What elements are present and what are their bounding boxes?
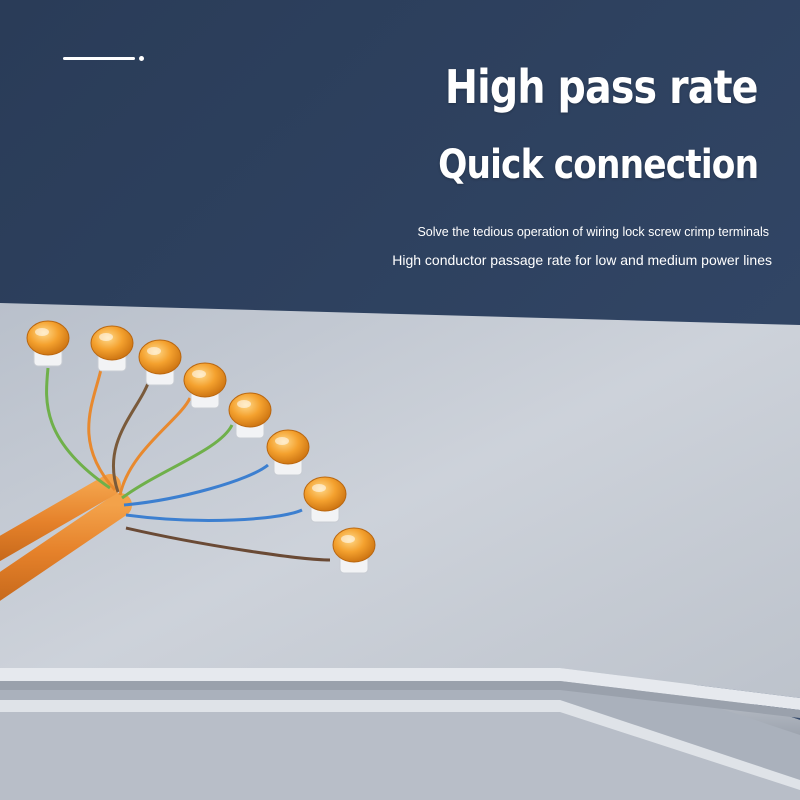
connector-7 (303, 476, 347, 523)
caption-2: High conductor passage rate for low and … (392, 252, 772, 268)
headline: High pass rate (445, 60, 759, 114)
connector-highlight (99, 333, 113, 341)
connector-3 (138, 339, 182, 386)
wire-blue-2 (125, 508, 303, 522)
subheadline: Quick connection (437, 142, 759, 188)
connector-highlight (147, 347, 161, 355)
main-board-edge (0, 668, 800, 710)
connector-cap (228, 392, 272, 428)
connector-cap (26, 320, 70, 356)
connector-highlight (275, 437, 289, 445)
connector-6 (266, 429, 310, 476)
connector-1 (26, 320, 70, 367)
wire-orange (87, 364, 117, 492)
wire-brown (111, 377, 152, 493)
cable-lower (0, 493, 132, 601)
wire-green (45, 367, 111, 490)
main-board-edge-shadow (0, 681, 800, 718)
connector-cap (332, 527, 376, 563)
connector-highlight (312, 484, 326, 492)
connector-highlight (341, 535, 355, 543)
decorative-line (63, 57, 135, 60)
connector-4 (183, 362, 227, 409)
connector-5 (228, 392, 272, 439)
cable-upper (0, 474, 121, 562)
connector-8 (332, 527, 376, 574)
wire-green-2 (121, 424, 234, 500)
connector-cap (266, 429, 310, 465)
connector-cap (183, 362, 227, 398)
connector-2 (90, 325, 134, 372)
connectors (26, 320, 376, 574)
connector-highlight (192, 370, 206, 378)
wire-orange-2 (118, 397, 192, 496)
connector-highlight (237, 400, 251, 408)
connector-cap (303, 476, 347, 512)
wires (45, 364, 331, 562)
cable-bundle (0, 474, 132, 601)
lower-board-face-edge (0, 700, 800, 790)
wire-blue (123, 463, 269, 507)
connector-highlight (35, 328, 49, 336)
wire-brown-2 (125, 526, 331, 562)
decorative-dot (139, 56, 144, 61)
connector-cap (138, 339, 182, 375)
connector-cap (90, 325, 134, 361)
caption-1: Solve the tedious operation of wiring lo… (417, 225, 769, 239)
